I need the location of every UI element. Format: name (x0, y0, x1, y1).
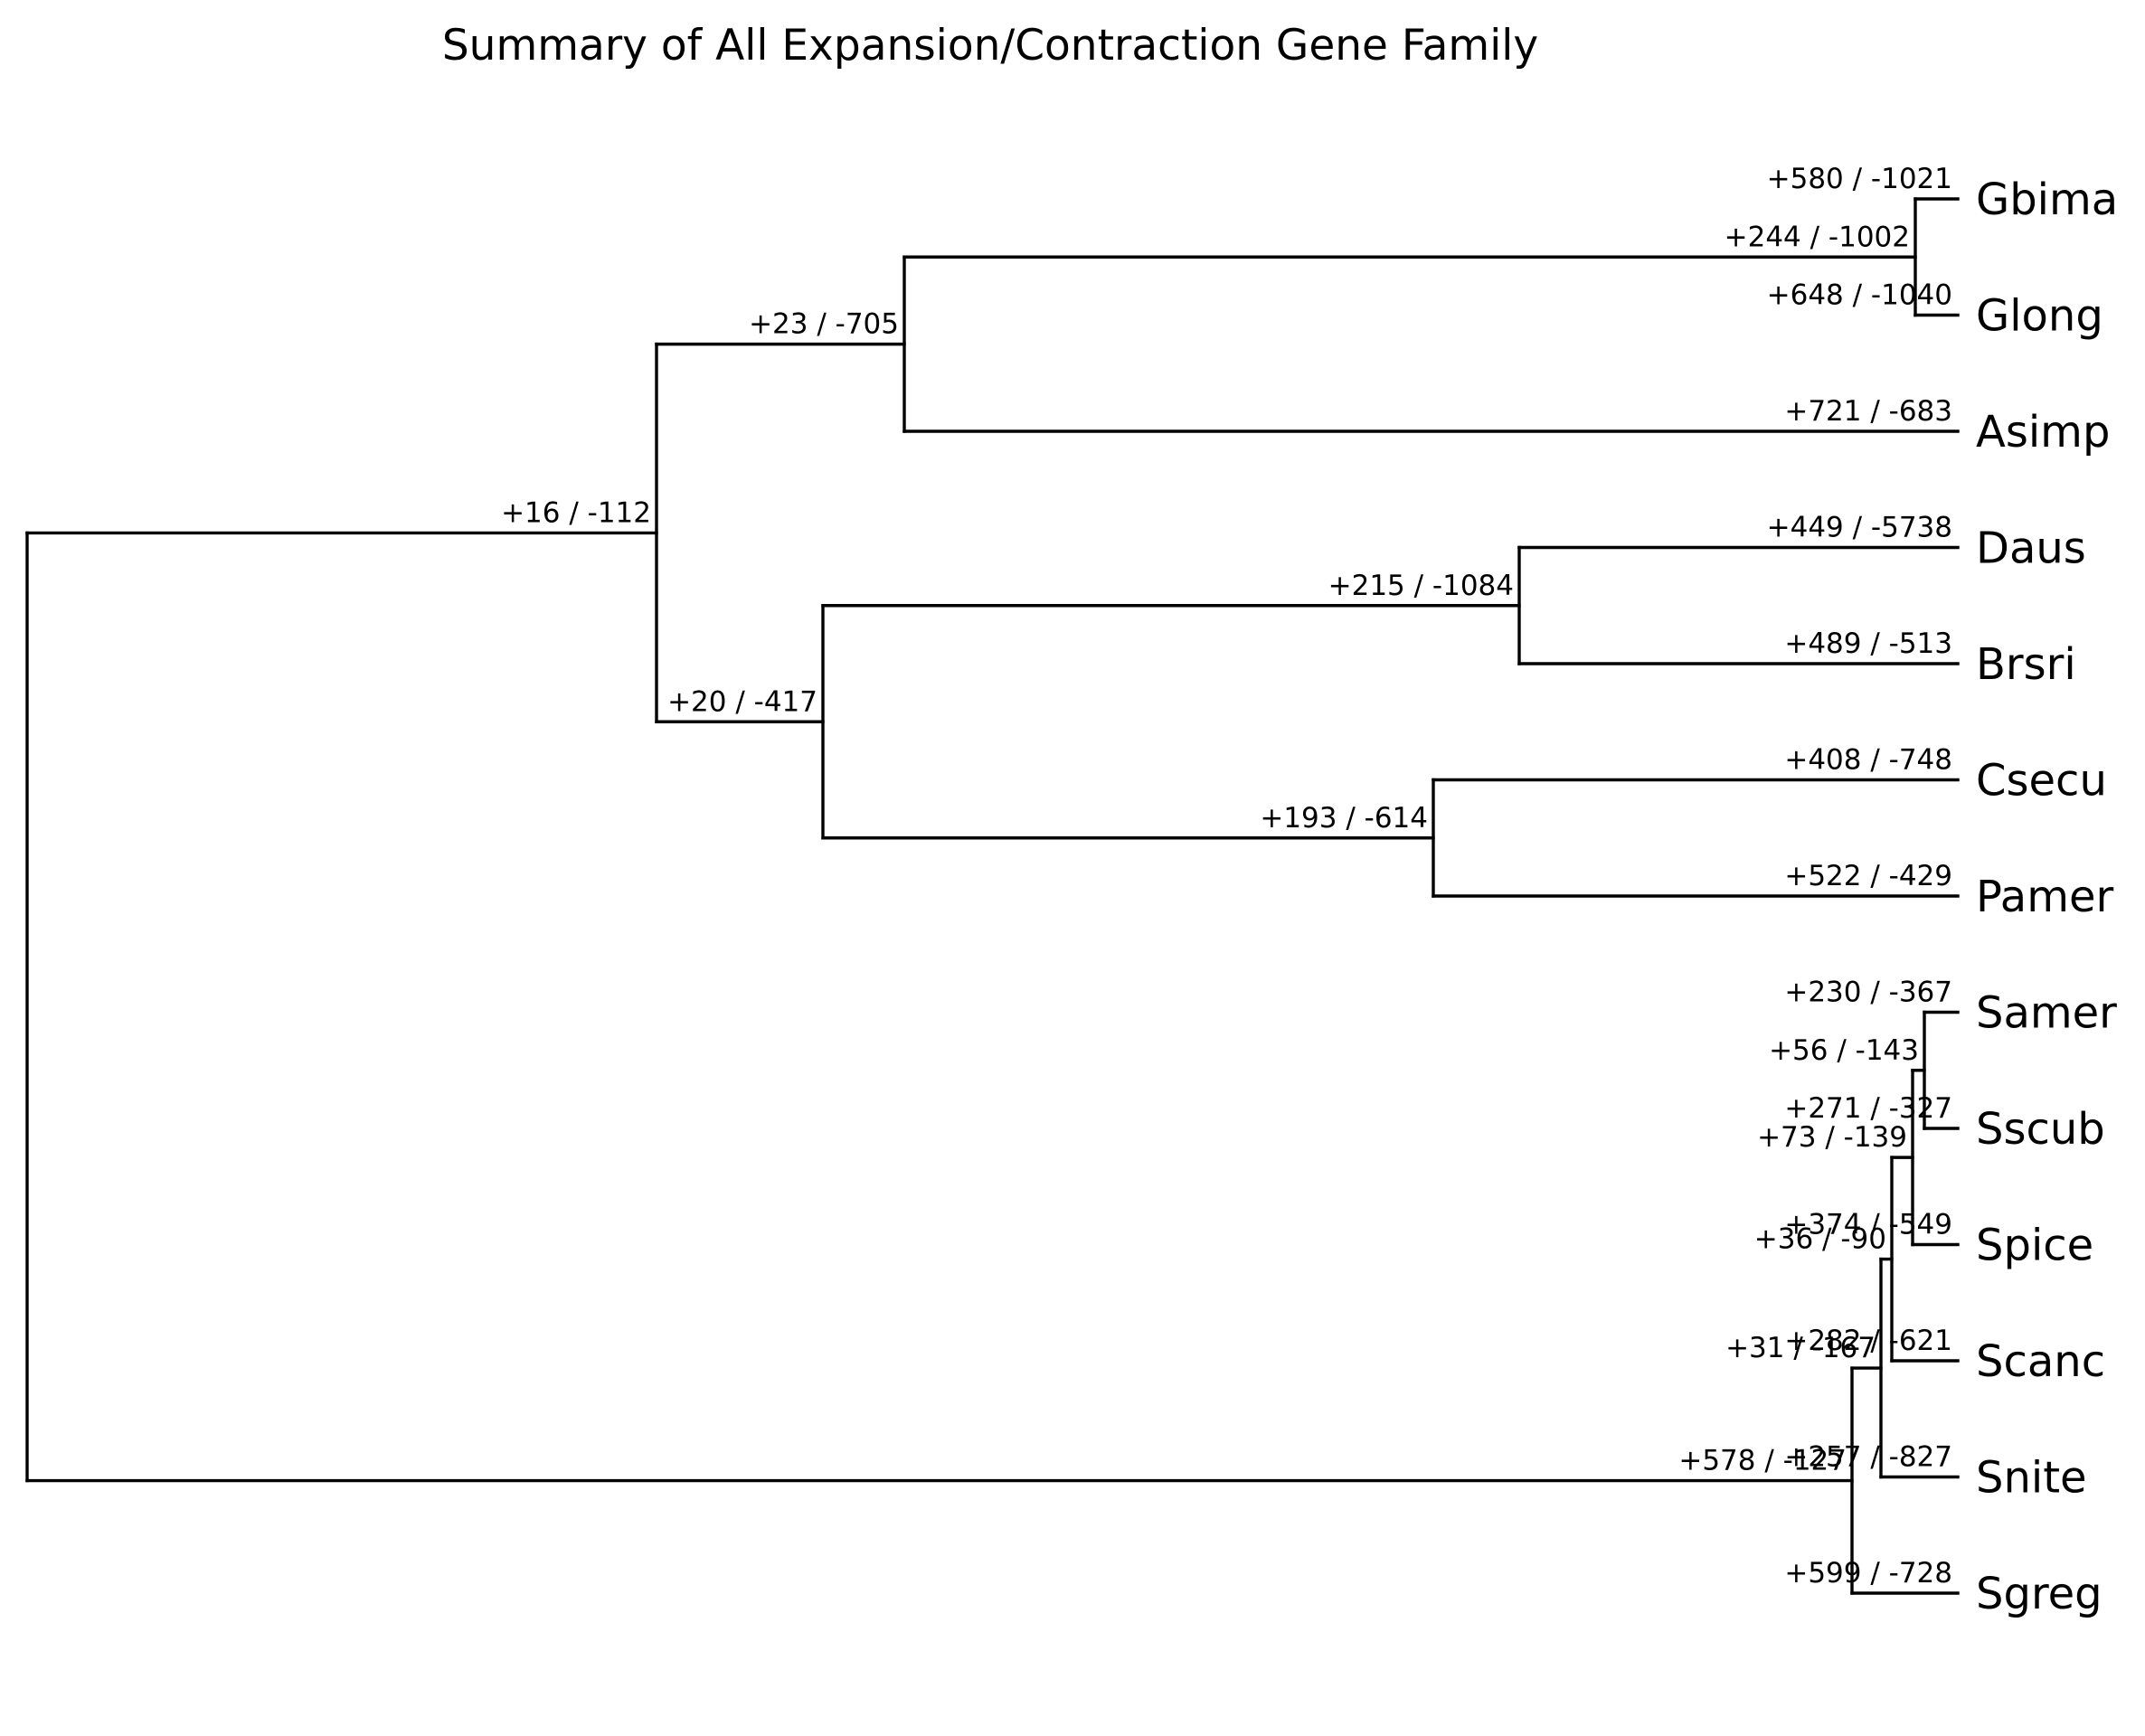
branch-label-Brsri: +489 / -513 (1784, 627, 1952, 660)
leaf-label-scanc: Scanc (1976, 1336, 2105, 1387)
tree-title: Summary of All Expansion/Contraction Gen… (442, 21, 1538, 71)
branch-label-Csecu: +408 / -748 (1784, 744, 1952, 777)
tree-branches (25, 197, 1960, 1595)
branch-label-Gbima: +580 / -1021 (1767, 163, 1952, 195)
branch-labels: +16 / -112 +23 / -705 +244 / -1002 +20 / -4… (501, 163, 1952, 1590)
branch-label-nS4: +56 / -143 (1769, 1034, 1919, 1067)
leaf-label-snite: Snite (1976, 1453, 2087, 1504)
leaf-label-daus: Daus (1976, 524, 2086, 574)
branch-label-nS1: +31 / -167 (1725, 1332, 1876, 1364)
branch-label-nDB: +215 / -1084 (1328, 570, 1514, 602)
branch-label-Sscub: +271 / -327 (1784, 1092, 1952, 1125)
branch-label-n3: +20 / -417 (667, 685, 817, 718)
branch-label-Scanc: +282 / -621 (1784, 1325, 1952, 1357)
branch-label-Snite: +257 / -827 (1784, 1441, 1952, 1474)
leaf-label-csecu: Csecu (1976, 756, 2107, 807)
leaf-label-samer: Samer (1976, 988, 2117, 1039)
branch-label-nG: +244 / -1002 (1725, 221, 1910, 253)
branch-label-Asimp: +721 / -683 (1784, 395, 1952, 428)
branch-label-nS3: +73 / -139 (1757, 1121, 1907, 1154)
branch-label-n1: +16 / -112 (501, 496, 651, 529)
leaf-label-glong: Glong (1976, 291, 2103, 342)
branch-label-n2: +23 / -705 (749, 308, 899, 341)
branch-label-nCP: +193 / -614 (1260, 802, 1428, 835)
branch-label-Glong: +648 / -1040 (1767, 279, 1952, 312)
leaf-labels: GbimaGlongAsimpDausBrsriCsecuPamerSamerS… (1976, 175, 2118, 1619)
leaf-label-gbima: Gbima (1976, 175, 2118, 225)
leaf-label-spice: Spice (1976, 1221, 2093, 1271)
leaf-label-sgreg: Sgreg (1976, 1569, 2102, 1619)
branch-label-Daus: +449 / -5738 (1767, 512, 1952, 544)
leaf-label-pamer: Pamer (1976, 872, 2113, 922)
leaf-label-asimp: Asimp (1976, 407, 2110, 458)
branch-label-Spice: +374 / -549 (1784, 1209, 1952, 1241)
branch-label-Samer: +230 / -367 (1784, 976, 1952, 1009)
branch-label-Sgreg: +599 / -728 (1784, 1557, 1952, 1590)
leaf-label-sscub: Sscub (1976, 1104, 2105, 1155)
leaf-label-brsri: Brsri (1976, 639, 2076, 690)
branch-label-nS2: +36 / -90 (1754, 1223, 1886, 1256)
branch-label-nS0: +578 / -127 (1678, 1445, 1847, 1477)
branch-label-Pamer: +522 / -429 (1784, 860, 1952, 892)
